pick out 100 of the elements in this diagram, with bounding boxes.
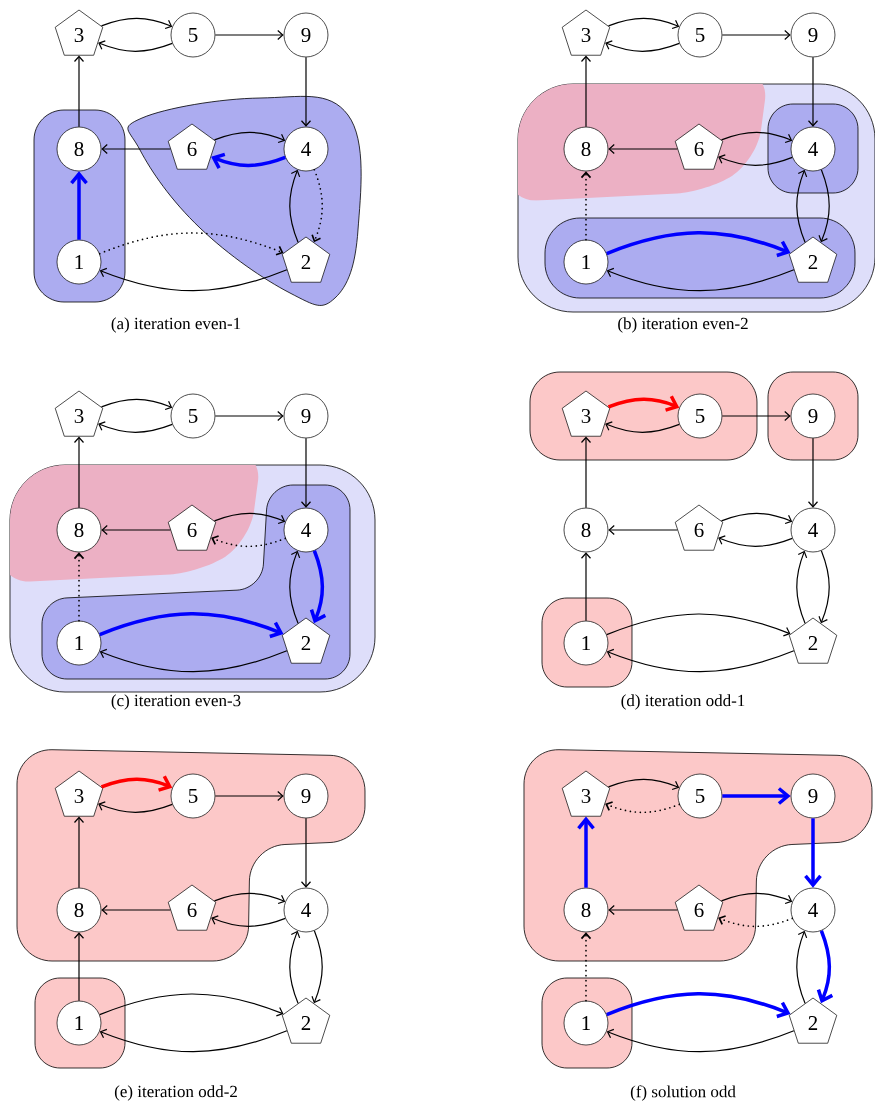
caption: (a) iteration even-1	[111, 317, 241, 333]
circle-node: 4	[790, 887, 836, 933]
circle-node: 9	[283, 773, 329, 819]
arrow	[606, 613, 791, 637]
arrow	[211, 535, 287, 548]
arrow	[73, 55, 85, 128]
pentagon-node: 6	[674, 504, 724, 551]
arrow	[606, 1028, 795, 1053]
arrow	[99, 993, 284, 1017]
circle-node: 4	[790, 126, 836, 172]
arrow	[73, 552, 85, 622]
arrow	[605, 801, 681, 814]
arrow	[100, 398, 173, 411]
pentagon-node: 6	[167, 884, 217, 931]
pentagon-node: 2	[788, 617, 838, 664]
circle-node: 1	[563, 239, 609, 285]
circle-node: 8	[563, 507, 609, 553]
arrow	[580, 55, 592, 128]
pentagon-node: 3	[561, 390, 611, 437]
arrow	[98, 801, 173, 813]
circle-node: 1	[563, 620, 609, 666]
arrow	[718, 154, 793, 166]
circle-node: 1	[56, 239, 102, 285]
pentagon-node: 2	[788, 997, 838, 1044]
arrow	[796, 550, 808, 624]
arrow	[289, 930, 301, 1004]
circle-node: 9	[790, 12, 836, 58]
pentagon-node: 6	[674, 123, 724, 170]
arrow	[722, 787, 791, 805]
pentagon-node: 3	[54, 9, 104, 56]
arrow	[718, 535, 793, 547]
circle-node: 1	[563, 1000, 609, 1046]
arrow	[70, 171, 88, 240]
arrow	[311, 168, 324, 243]
arrow	[213, 512, 286, 525]
arrow	[796, 169, 808, 243]
arrow	[99, 1028, 288, 1053]
pentagon-node: 6	[674, 884, 724, 931]
pentagon-node: 3	[561, 9, 611, 56]
arrow	[606, 231, 791, 258]
arrow	[101, 143, 171, 155]
arrow	[213, 892, 286, 905]
circle-node: 8	[563, 126, 609, 172]
arrow	[73, 932, 85, 1002]
arrow	[606, 648, 795, 673]
circle-node: 8	[56, 887, 102, 933]
arrow	[211, 152, 286, 169]
arrow	[211, 915, 286, 927]
arrow	[816, 930, 834, 1004]
caption: (f) solution odd	[630, 1085, 736, 1101]
circle-node: 4	[283, 887, 329, 933]
arrow	[580, 932, 592, 1002]
circle-node: 5	[170, 393, 216, 439]
arrow	[606, 992, 791, 1019]
arrow	[73, 816, 85, 889]
circle-node: 9	[283, 393, 329, 439]
arrow	[99, 612, 284, 639]
pentagon-node: 6	[167, 123, 217, 170]
caption: (d) iteration odd-1	[621, 694, 745, 710]
circle-node: 1	[56, 620, 102, 666]
circle-node: 8	[563, 887, 609, 933]
arrow	[720, 892, 793, 905]
arrow	[605, 40, 680, 52]
arrow	[721, 410, 791, 422]
arrow	[101, 904, 171, 916]
circle-node: 4	[283, 507, 329, 553]
arrow	[213, 131, 286, 144]
arrow	[807, 56, 819, 127]
circle-node: 5	[677, 12, 723, 58]
arrow	[607, 778, 680, 791]
circle-node: 5	[677, 773, 723, 819]
arrow	[796, 930, 808, 1004]
pentagon-node: 2	[281, 617, 331, 664]
caption: (e) iteration odd-2	[114, 1085, 237, 1101]
arrow	[309, 550, 327, 624]
arrow	[606, 267, 795, 292]
arrow	[580, 171, 592, 241]
arrow	[605, 421, 680, 433]
arrow	[289, 550, 301, 624]
arrow	[608, 904, 678, 916]
circle-node: 8	[56, 126, 102, 172]
arrow	[214, 410, 284, 422]
arrow	[720, 512, 793, 525]
arrow	[214, 29, 284, 41]
pentagon-node: 2	[281, 236, 331, 283]
arrow	[607, 17, 680, 30]
circle-node: 5	[170, 12, 216, 58]
arrow	[311, 930, 323, 1004]
arrow	[98, 40, 173, 52]
circle-node: 9	[790, 773, 836, 819]
circle-node: 5	[170, 773, 216, 819]
arrow	[608, 143, 678, 155]
caption: (b) iteration even-2	[618, 317, 748, 333]
arrow	[804, 818, 822, 888]
arrow	[720, 131, 793, 144]
arrow	[98, 421, 173, 433]
circle-node: 1	[56, 1000, 102, 1046]
circle-node: 5	[677, 393, 723, 439]
circle-node: 9	[283, 12, 329, 58]
arrow	[300, 817, 312, 888]
